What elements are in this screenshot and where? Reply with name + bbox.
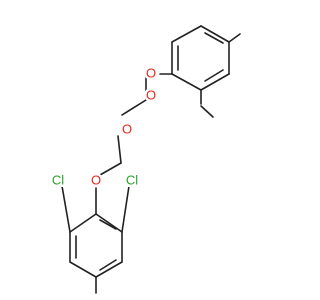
bond-line <box>99 219 117 230</box>
molecule-structure-diagram: O O O O Cl Cl <box>48 25 241 294</box>
bond-line <box>99 162 122 176</box>
bond-line <box>204 32 224 44</box>
bond-line <box>171 25 202 43</box>
atom-label-layer: O O O O Cl Cl <box>48 66 158 188</box>
bond-line <box>99 259 117 271</box>
atom-o-ether-mid: O <box>120 122 134 137</box>
atom-cl-left-label: Cl <box>52 173 64 188</box>
atom-o-ether-bottom: O <box>89 173 103 188</box>
bond-line <box>200 105 214 118</box>
bond-line <box>228 33 241 43</box>
bond-line <box>171 73 202 91</box>
bond-line <box>69 213 97 233</box>
atom-o-methoxy: O <box>144 88 158 103</box>
bond-line <box>95 213 123 233</box>
atom-cl-left: Cl <box>48 173 68 188</box>
bond-line <box>200 25 230 43</box>
atom-cl-right: Cl <box>122 173 142 188</box>
bond-line <box>95 261 123 278</box>
atom-cl-right-label: Cl <box>126 173 138 188</box>
bond-line <box>117 135 122 164</box>
atom-o-ether-bottom-label: O <box>91 173 101 188</box>
bond-line <box>61 185 71 233</box>
bond-line <box>121 185 130 233</box>
atom-o-methoxy-label: O <box>146 88 156 103</box>
atom-o-ether-top-label: O <box>146 66 156 81</box>
bond-line <box>121 99 147 116</box>
bond-line <box>200 73 230 91</box>
bond-line <box>204 69 224 82</box>
atom-o-ether-top: O <box>144 66 158 81</box>
atom-o-ether-mid-label: O <box>122 122 132 137</box>
bond-line <box>69 261 97 278</box>
